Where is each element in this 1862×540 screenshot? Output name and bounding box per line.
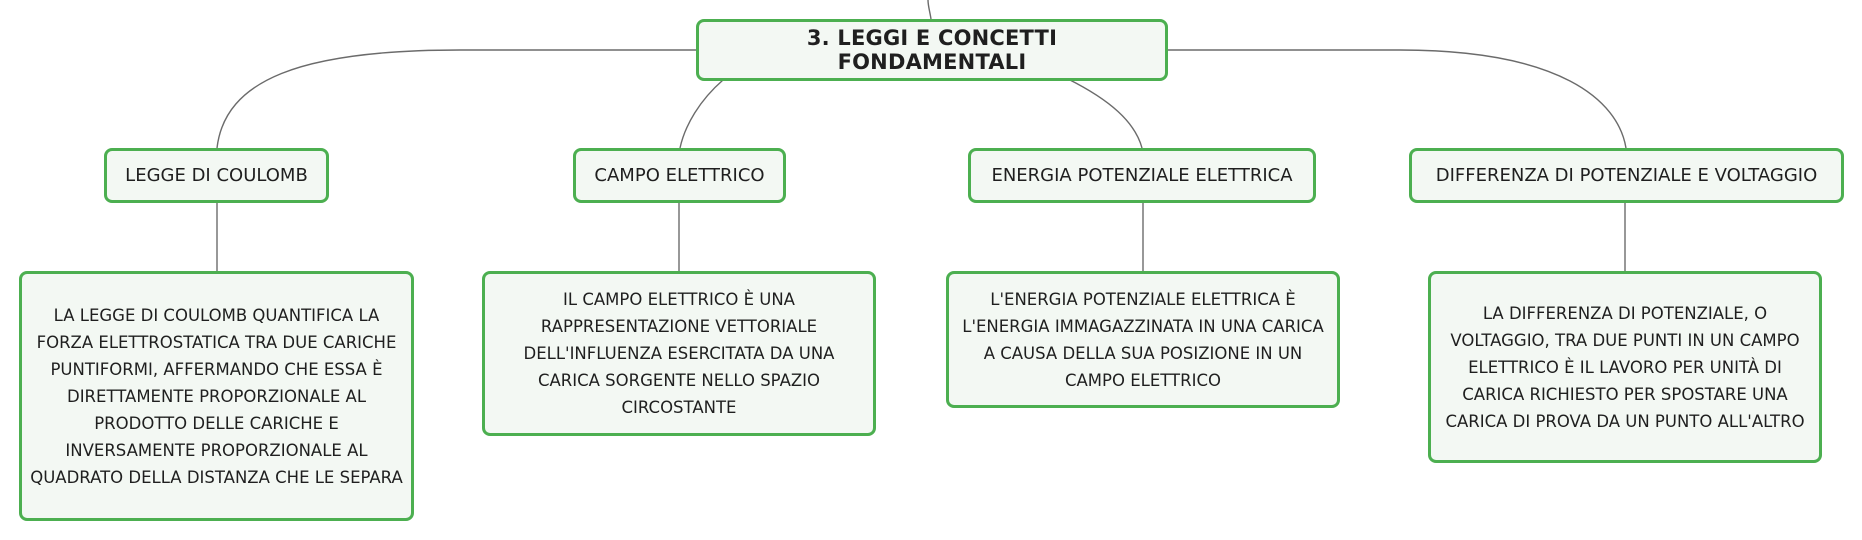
topic-node-campo-elettrico[interactable]: CAMPO ELETTRICO <box>573 148 786 203</box>
connector-parent <box>927 0 932 20</box>
description-node-differenza-di-potenziale[interactable]: LA DIFFERENZA DI POTENZIALE, O VOLTAGGIO… <box>1428 271 1822 463</box>
connector-root-topic-2 <box>679 79 724 149</box>
connector-root-topic-4 <box>1168 49 1627 149</box>
topic-node-legge-di-coulomb[interactable]: LEGGE DI COULOMB <box>104 148 329 203</box>
topic-node-differenza-di-potenziale[interactable]: DIFFERENZA DI POTENZIALE E VOLTAGGIO <box>1409 148 1844 203</box>
connector-root-topic-3 <box>1067 78 1143 149</box>
connector-root-topic-1 <box>216 49 696 149</box>
root-node[interactable]: 3. LEGGI E CONCETTI FONDAMENTALI <box>696 19 1168 81</box>
topic-node-energia-potenziale-elettrica[interactable]: ENERGIA POTENZIALE ELETTRICA <box>968 148 1316 203</box>
description-node-legge-di-coulomb[interactable]: LA LEGGE DI COULOMB QUANTIFICA LA FORZA … <box>19 271 414 521</box>
description-node-energia-potenziale-elettrica[interactable]: L'ENERGIA POTENZIALE ELETTRICA È L'ENERG… <box>946 271 1340 408</box>
description-node-campo-elettrico[interactable]: IL CAMPO ELETTRICO È UNA RAPPRESENTAZION… <box>482 271 876 436</box>
